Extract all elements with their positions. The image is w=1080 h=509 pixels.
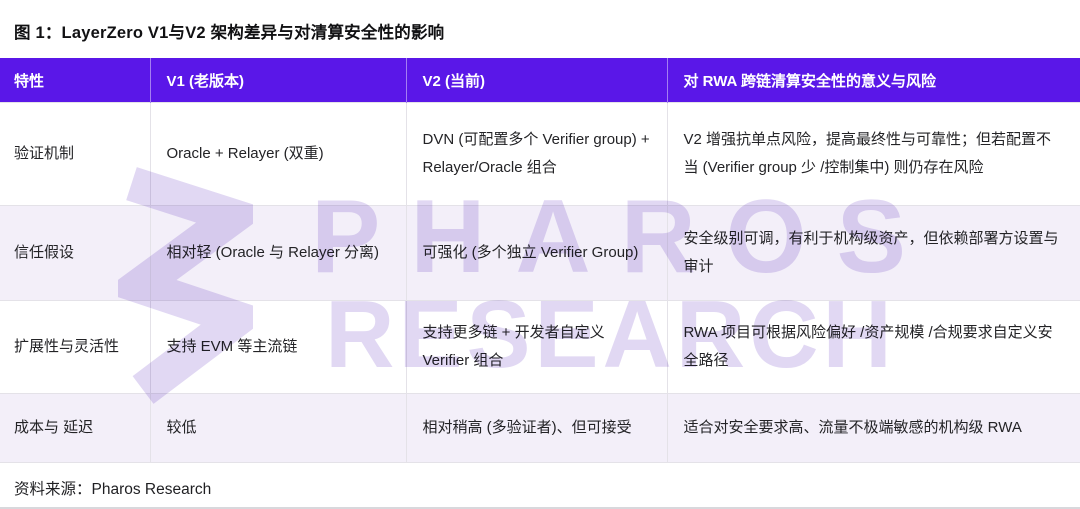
- cell-v1: 较低: [149, 393, 407, 463]
- source-note: 资料来源：Pharos Research: [14, 481, 212, 498]
- cell-impact: V2 增强抗单点风险，提高最终性与可靠性；但若配置不当 (Verifier gr…: [666, 102, 1080, 206]
- figure-title: 图 1：LayerZero V1与V2 架构差异与对清算安全性的影响: [14, 24, 445, 42]
- cell-feature: 扩展性与灵活性: [0, 300, 151, 394]
- header-cell-v1: V1 (老版本): [149, 58, 406, 103]
- cell-v2: 相对稍高 (多验证者)、但可接受: [405, 393, 668, 463]
- cell-v1: 相对轻 (Oracle 与 Relayer 分离): [149, 205, 407, 301]
- cell-v2: DVN (可配置多个 Verifier group) + Relayer/Ora…: [405, 102, 668, 206]
- table-header-row: 特性 V1 (老版本) V2 (当前) 对 RWA 跨链清算安全性的意义与风险: [0, 58, 1080, 103]
- cell-impact: 安全级别可调，有利于机构级资产，但依赖部署方设置与审计: [666, 205, 1080, 301]
- cell-feature: 信任假设: [0, 205, 151, 301]
- header-cell-v2: V2 (当前): [405, 58, 667, 103]
- cell-v1: 支持 EVM 等主流链: [149, 300, 407, 394]
- cell-impact: 适合对安全要求高、流量不极端敏感的机构级 RWA: [666, 393, 1080, 463]
- table-row: 成本与 延迟 较低 相对稍高 (多验证者)、但可接受 适合对安全要求高、流量不极…: [0, 393, 1080, 463]
- cell-v2: 可强化 (多个独立 Verifier Group): [405, 205, 668, 301]
- cell-impact: RWA 项目可根据风险偏好 /资产规模 /合规要求自定义安全路径: [666, 300, 1080, 394]
- comparison-table: 特性 V1 (老版本) V2 (当前) 对 RWA 跨链清算安全性的意义与风险 …: [0, 58, 1080, 463]
- cell-v1: Oracle + Relayer (双重): [149, 102, 407, 206]
- bottom-divider: [0, 507, 1080, 509]
- header-cell-rwa-impact: 对 RWA 跨链清算安全性的意义与风险: [666, 58, 1080, 103]
- cell-v2: 支持更多链 + 开发者自定义 Verifier 组合: [405, 300, 668, 394]
- table-row: 信任假设 相对轻 (Oracle 与 Relayer 分离) 可强化 (多个独立…: [0, 205, 1080, 301]
- cell-feature: 成本与 延迟: [0, 393, 151, 463]
- cell-feature: 验证机制: [0, 102, 151, 206]
- table-row: 验证机制 Oracle + Relayer (双重) DVN (可配置多个 Ve…: [0, 102, 1080, 206]
- header-cell-feature: 特性: [0, 58, 150, 103]
- table-row: 扩展性与灵活性 支持 EVM 等主流链 支持更多链 + 开发者自定义 Verif…: [0, 300, 1080, 394]
